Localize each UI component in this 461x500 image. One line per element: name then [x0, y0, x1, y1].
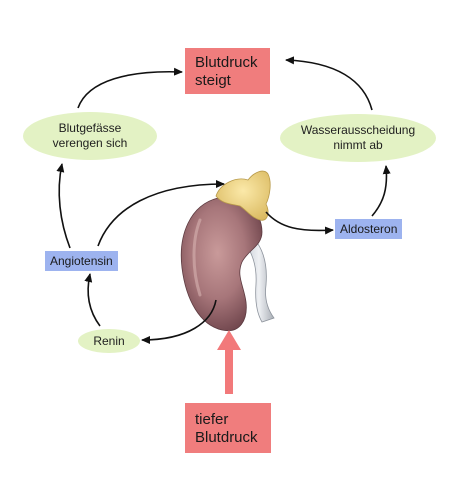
- blood-pressure-rises-box: Blutdruck steigt: [185, 48, 270, 94]
- angiotensin-box: Angiotensin: [45, 251, 118, 271]
- arrow-kidney-to-renin: [141, 299, 217, 344]
- adrenal-gland-icon: [215, 170, 271, 221]
- arrow-vasoconstriction-to-top: [77, 67, 183, 109]
- renin-ellipse: Renin: [78, 329, 140, 353]
- arrow-water-to-top: [285, 56, 373, 111]
- aldosteron-box: Aldosteron: [335, 219, 403, 239]
- water-excretion-line2: nimmt ab: [333, 138, 383, 152]
- top-box-line1: Blutdruck: [195, 54, 258, 71]
- water-excretion-ellipse: Wasserausscheidung nimmt ab: [280, 114, 436, 162]
- kidney-shading: [192, 218, 202, 297]
- water-excretion-line1: Wasserausscheidung: [300, 123, 416, 137]
- arrow-adrenal-to-aldosteron: [265, 211, 334, 235]
- bottom-box-line2: Blutdruck: [195, 429, 258, 446]
- arrow-angiotensin-to-vasoconstriction: [56, 163, 71, 249]
- low-blood-pressure-box: tiefer Blutdruck: [185, 403, 271, 453]
- bottom-box-line1: tiefer: [195, 411, 229, 428]
- arrow-angiotensin-to-adrenal: [97, 180, 225, 247]
- ureter-icon: [243, 234, 275, 323]
- big-red-arrow: [217, 330, 241, 394]
- vasoconstriction-ellipse: Blutgefässe verengen sich: [23, 112, 157, 160]
- vasoconstriction-line1: Blutgefässe: [58, 121, 122, 135]
- top-box-line2: steigt: [195, 72, 231, 89]
- arrow-renin-to-angiotensin: [84, 273, 101, 327]
- vasoconstriction-line2: verengen sich: [52, 136, 128, 150]
- arrow-aldosteron-to-water: [371, 165, 391, 217]
- kidney-icon: [180, 196, 263, 332]
